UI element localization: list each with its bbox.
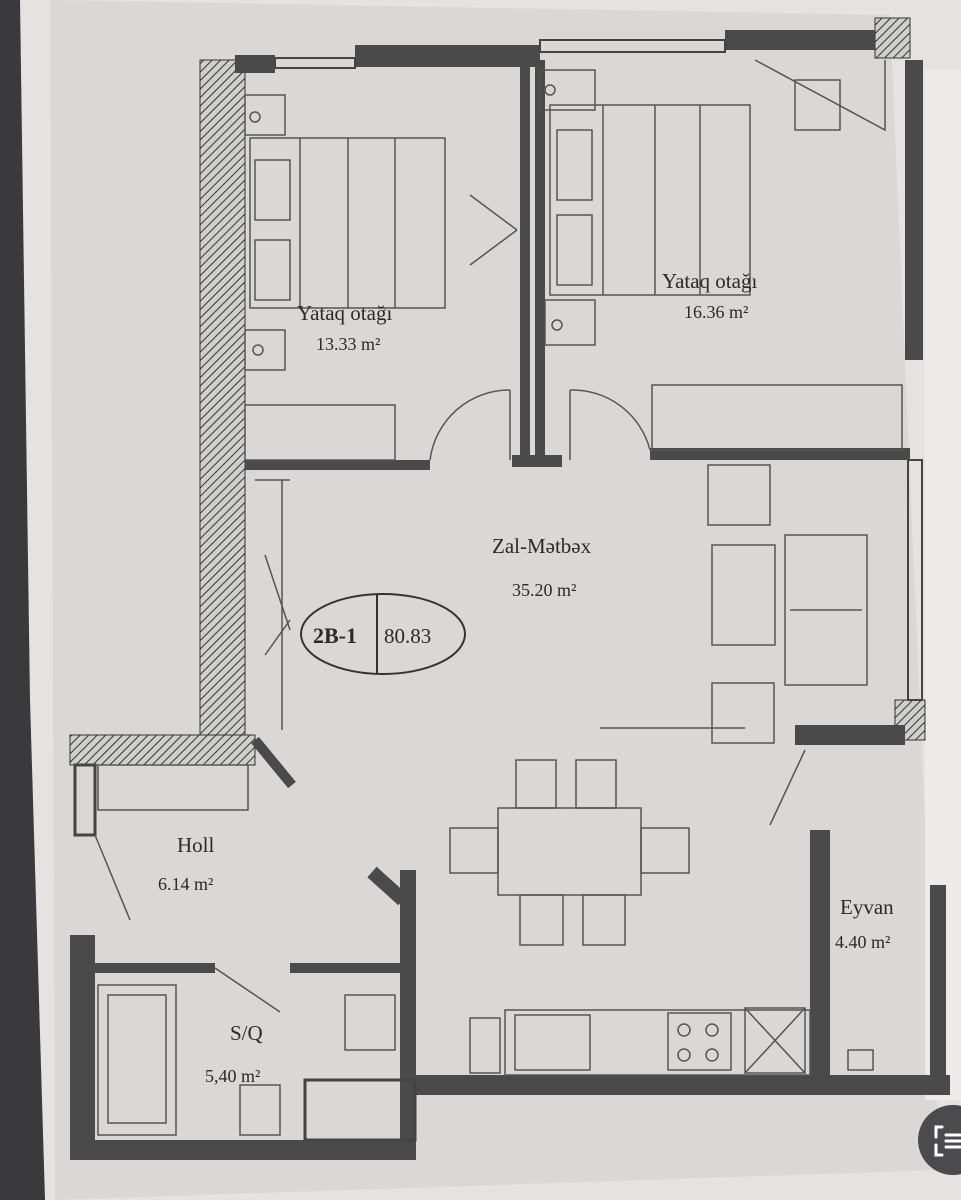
room-name: Holl: [177, 833, 215, 857]
room-area: 5,40 m²: [205, 1066, 260, 1086]
room-name: Yataq otağı: [297, 301, 392, 325]
unit-code: 2B-1: [313, 623, 357, 648]
room-area: 4.40 m²: [835, 932, 890, 952]
room-hall: Holl 6.14 m²: [158, 833, 215, 894]
room-bedroom-1: Yataq otağı 13.33 m²: [297, 301, 392, 354]
unit-total-area: 80.83: [384, 624, 431, 648]
room-area: 35.20 m²: [512, 580, 576, 600]
room-area: 13.33 m²: [316, 334, 380, 354]
furniture: [94, 59, 903, 1136]
room-balcony: Eyvan 4.40 m²: [835, 895, 894, 952]
room-area: 6.14 m²: [158, 874, 213, 894]
room-area: 16.36 m²: [684, 302, 748, 322]
room-name: S/Q: [230, 1021, 263, 1045]
unit-badge: 2B-1 80.83: [300, 593, 466, 675]
room-bedroom-2: Yataq otağı 16.36 m²: [662, 269, 757, 322]
scan-icon: [934, 1125, 961, 1157]
room-name: Eyvan: [840, 895, 894, 919]
room-bathroom: S/Q 5,40 m²: [205, 1021, 263, 1086]
room-living-kitchen: Zal-Mətbəx 35.20 m²: [492, 534, 592, 600]
walls: [69, 17, 950, 1160]
room-name: Zal-Mətbəx: [492, 534, 592, 558]
room-name: Yataq otağı: [662, 269, 757, 293]
